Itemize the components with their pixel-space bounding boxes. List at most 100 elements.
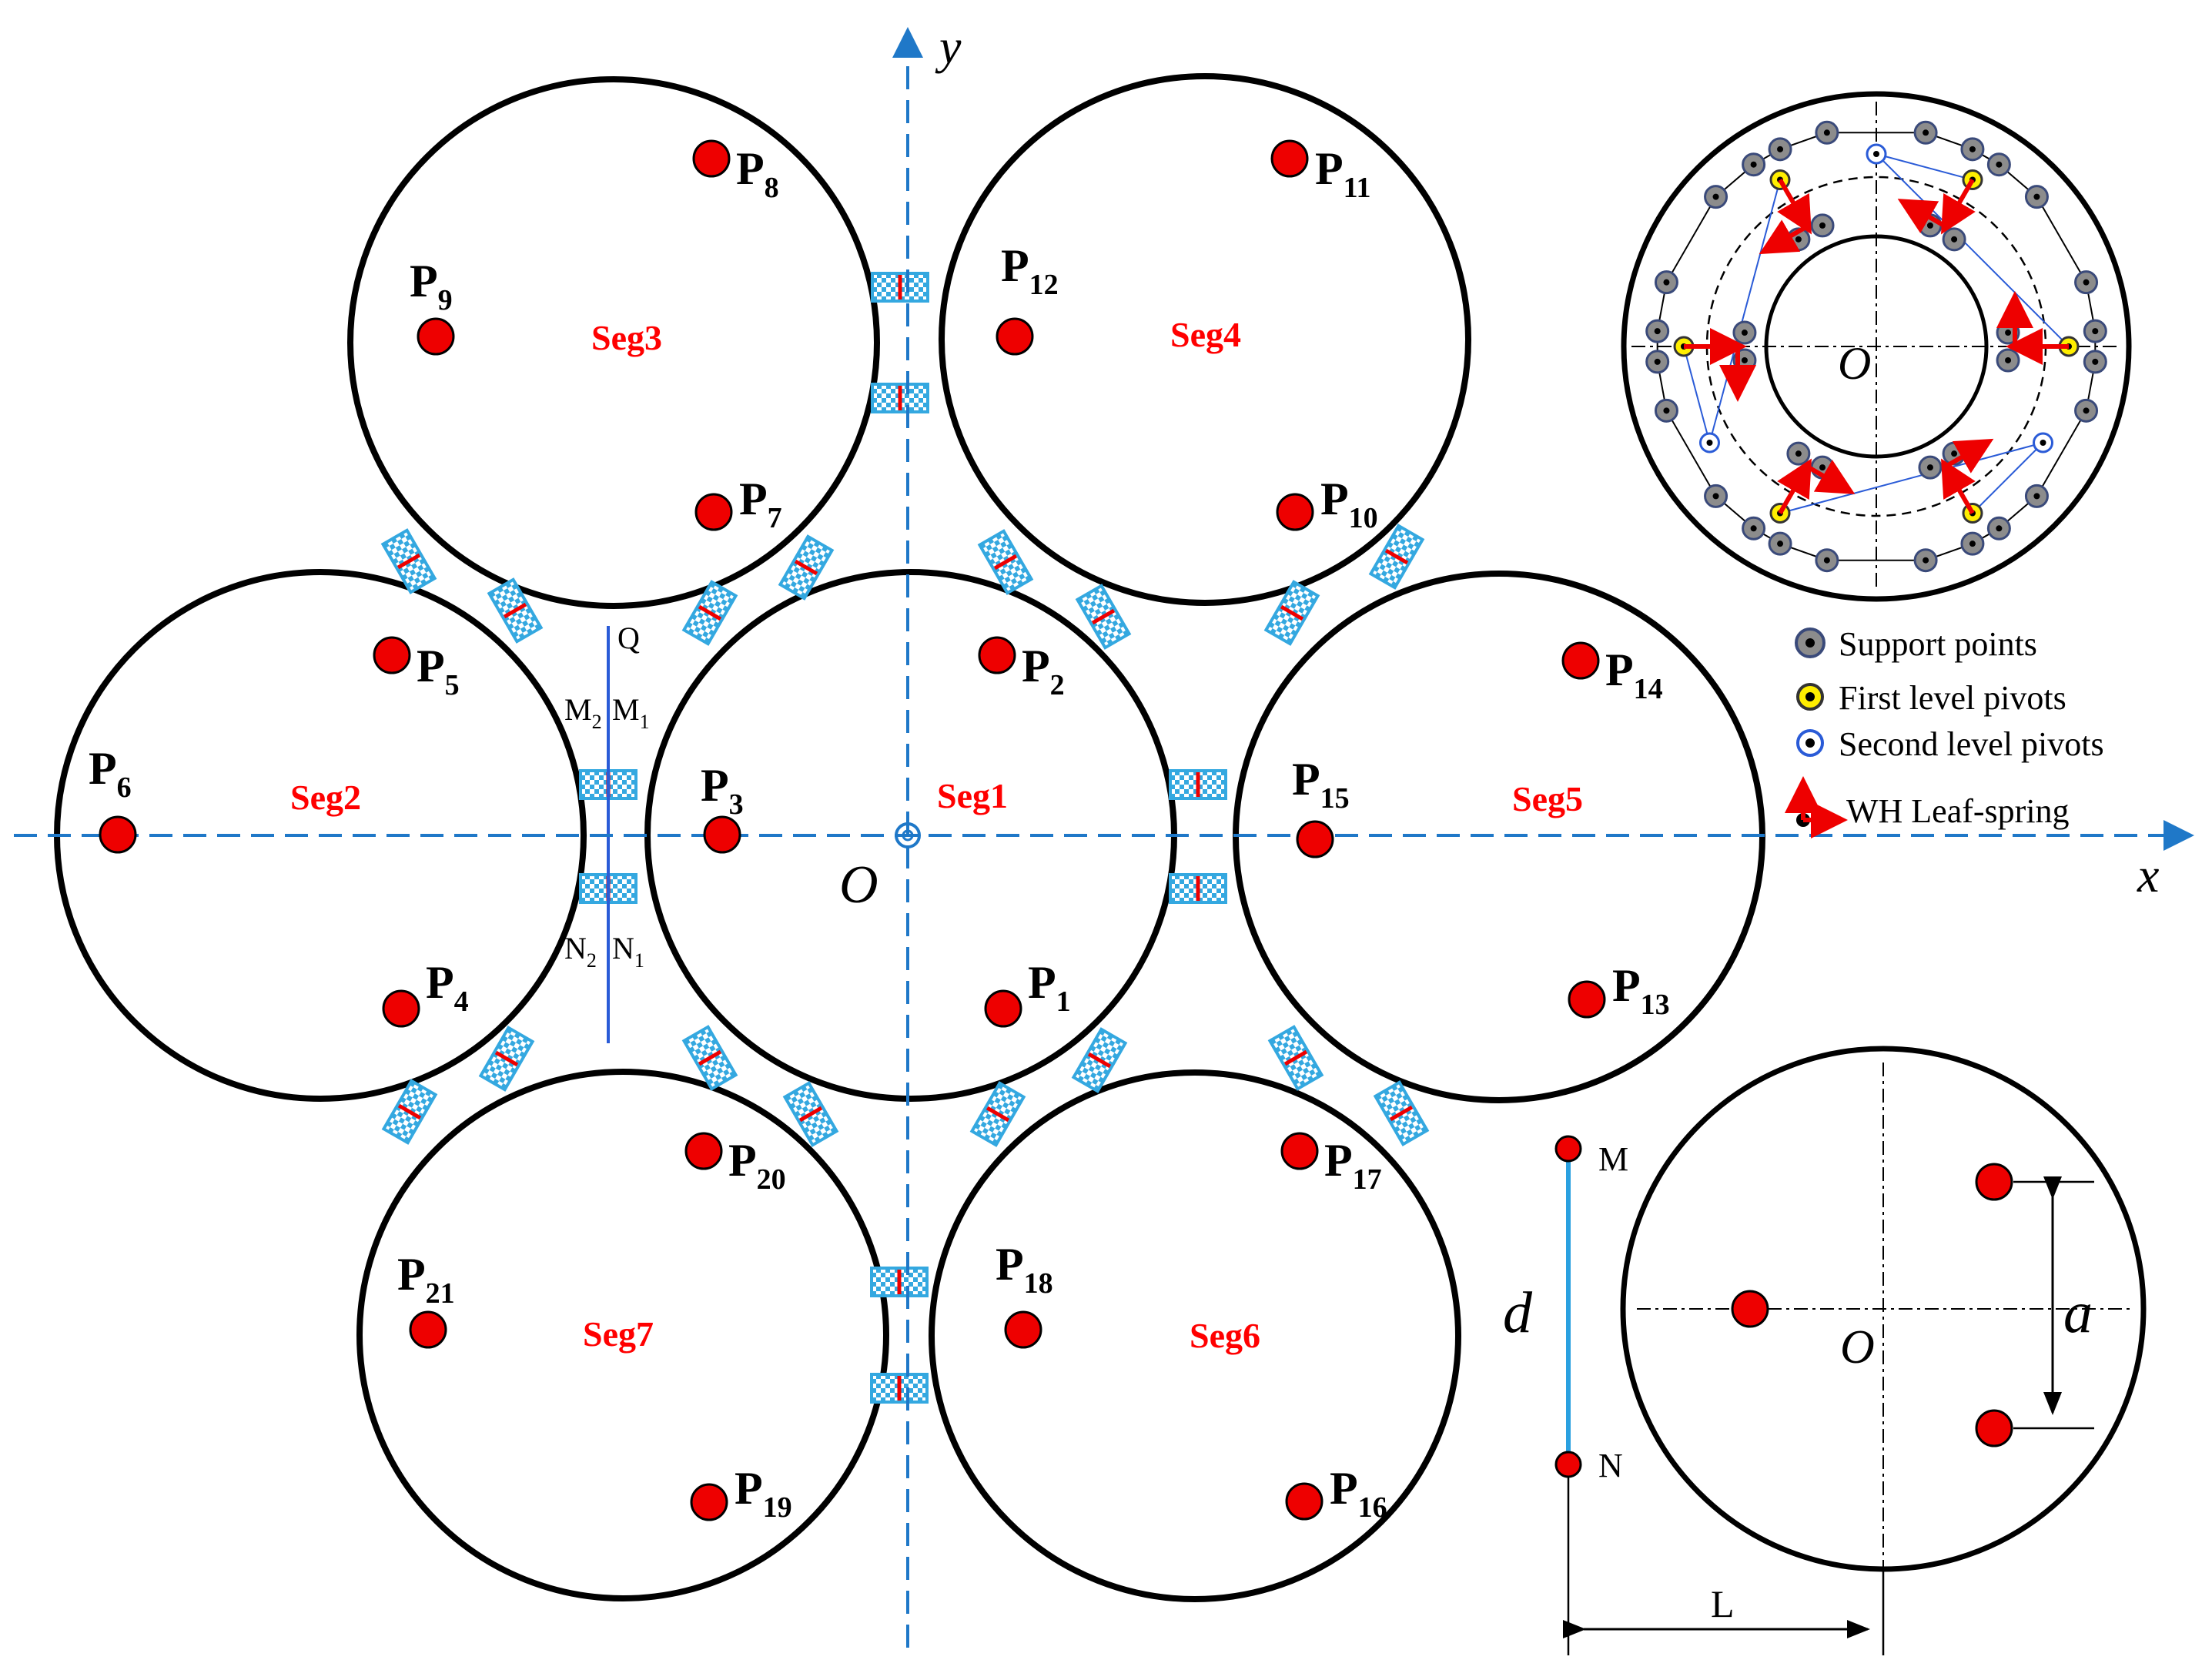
point-label: P3 bbox=[701, 760, 744, 821]
inset-b-origin-label: O bbox=[1840, 1321, 1875, 1374]
support-point-p15: P15 bbox=[1292, 754, 1350, 858]
support-point-p1: P1 bbox=[984, 957, 1071, 1028]
point-label-sub: 18 bbox=[1024, 1267, 1053, 1300]
support-point-p7: P7 bbox=[694, 474, 782, 534]
inset-support-center bbox=[1823, 557, 1830, 564]
inset-second-pivot-center bbox=[2040, 440, 2046, 446]
connector-mark bbox=[503, 602, 527, 619]
inset-support-center bbox=[2005, 330, 2012, 336]
support-point-p17: P17 bbox=[1280, 1132, 1382, 1196]
dim-a-label: a bbox=[2063, 1280, 2093, 1345]
point-label: P15 bbox=[1292, 754, 1350, 815]
point-dot bbox=[978, 636, 1016, 674]
inset-link-line bbox=[1683, 346, 1711, 443]
point-label-base: P bbox=[1001, 240, 1029, 291]
flexure-connector bbox=[871, 272, 929, 303]
flexure-connector bbox=[681, 580, 738, 646]
inset-support-center bbox=[1996, 525, 2003, 532]
point-label-sub: 7 bbox=[768, 502, 782, 534]
support-point-p18: P18 bbox=[996, 1239, 1053, 1349]
inset-leaf-arrow bbox=[1944, 438, 1994, 474]
point-label-base: P bbox=[1612, 960, 1641, 1011]
point-label-base: P bbox=[417, 641, 445, 691]
point-label: P19 bbox=[735, 1463, 792, 1524]
point-dot bbox=[1004, 1310, 1042, 1349]
inset-support-center bbox=[1969, 540, 1976, 547]
point-label: P1 bbox=[1028, 957, 1071, 1018]
flexure-connector bbox=[478, 1026, 535, 1092]
flexure-connector bbox=[782, 1081, 839, 1147]
point-dot bbox=[703, 815, 741, 854]
inset-support-center bbox=[1654, 328, 1661, 335]
segment-label: Seg7 bbox=[583, 1314, 654, 1354]
connector-mark bbox=[993, 554, 1018, 571]
inset-support-center bbox=[1777, 540, 1784, 547]
inset-leaf-arrow bbox=[1940, 458, 1976, 515]
inset-support-center bbox=[1750, 161, 1757, 168]
inset-support-center bbox=[1795, 236, 1802, 243]
point-n bbox=[1554, 1451, 1582, 1478]
flexure-connector bbox=[870, 1373, 929, 1404]
connector-mark bbox=[798, 1106, 823, 1123]
point-label-base: P bbox=[1605, 644, 1634, 695]
support-point-p14: P14 bbox=[1561, 641, 1663, 705]
segment-label: Seg6 bbox=[1190, 1316, 1260, 1355]
point-label-sub: 5 bbox=[445, 669, 460, 701]
connector-mark bbox=[698, 1049, 722, 1066]
gap-label-q: Q bbox=[617, 621, 640, 655]
flexure-connector bbox=[1169, 769, 1227, 800]
gap-label-m2: M2 bbox=[564, 692, 602, 733]
origin-marker-outer bbox=[895, 822, 921, 848]
flexure-connector bbox=[1071, 1027, 1128, 1093]
connector-mark bbox=[1091, 608, 1116, 625]
inset-support-center bbox=[1819, 464, 1826, 471]
inset-support-center bbox=[1654, 358, 1661, 365]
inset-support-center bbox=[1951, 236, 1958, 243]
support-point-p20: P20 bbox=[684, 1132, 786, 1196]
legend-label: Second level pivots bbox=[1839, 725, 2104, 763]
point-label-base: P bbox=[996, 1239, 1024, 1290]
point-label-base: P bbox=[701, 760, 729, 811]
point-label-sub: 9 bbox=[438, 284, 453, 316]
point-dot bbox=[417, 317, 455, 356]
inset-support-center bbox=[1750, 525, 1757, 532]
connector-mark bbox=[1283, 1049, 1308, 1066]
point-dot bbox=[1561, 641, 1600, 680]
flexure-connector bbox=[969, 1081, 1026, 1147]
segment-label: Seg2 bbox=[290, 778, 361, 817]
inset-link-line bbox=[1876, 153, 2070, 347]
segment-4: Seg4 bbox=[939, 73, 1471, 606]
inset-link-line bbox=[1972, 442, 2044, 514]
gap-label-m1: M1 bbox=[612, 692, 650, 733]
support-point-p21: P21 bbox=[397, 1249, 455, 1349]
support-point-p16: P16 bbox=[1285, 1463, 1387, 1524]
gap-label-m2-base: M bbox=[564, 692, 592, 727]
support-point-p6: P6 bbox=[89, 743, 137, 854]
first-level-pivot-icon-center bbox=[1805, 692, 1815, 701]
inset-leaf-arrow bbox=[1759, 219, 1809, 255]
point-label-base: P bbox=[739, 474, 768, 524]
support-point-p9: P9 bbox=[410, 256, 455, 356]
point-dot bbox=[1285, 1482, 1324, 1521]
support-point-p12: P12 bbox=[996, 240, 1059, 356]
legend-label: WH Leaf-spring bbox=[1846, 792, 2070, 830]
flexure-connector bbox=[381, 1079, 438, 1145]
inset-leaf-arrow bbox=[1777, 458, 1812, 515]
inset-leaf-arrow bbox=[1897, 199, 1947, 233]
support-point-p10: P10 bbox=[1276, 474, 1378, 534]
flexure-connector bbox=[977, 529, 1034, 595]
flexure-connector bbox=[487, 577, 544, 644]
gap-label-n2-sub: 2 bbox=[587, 949, 597, 972]
point-label: P6 bbox=[89, 743, 132, 804]
segment-3: Seg3 bbox=[347, 76, 880, 609]
segment-outline bbox=[929, 1069, 1461, 1602]
segment-7: Seg7 bbox=[356, 1069, 889, 1601]
inset-support-center bbox=[1777, 146, 1784, 152]
point-label: P4 bbox=[426, 957, 469, 1018]
gap-label-n1: N1 bbox=[612, 931, 644, 972]
flexure-connector bbox=[681, 1025, 738, 1091]
connector-mark bbox=[1280, 604, 1304, 621]
flexure-connector bbox=[1263, 580, 1320, 646]
point-dot bbox=[373, 636, 411, 674]
